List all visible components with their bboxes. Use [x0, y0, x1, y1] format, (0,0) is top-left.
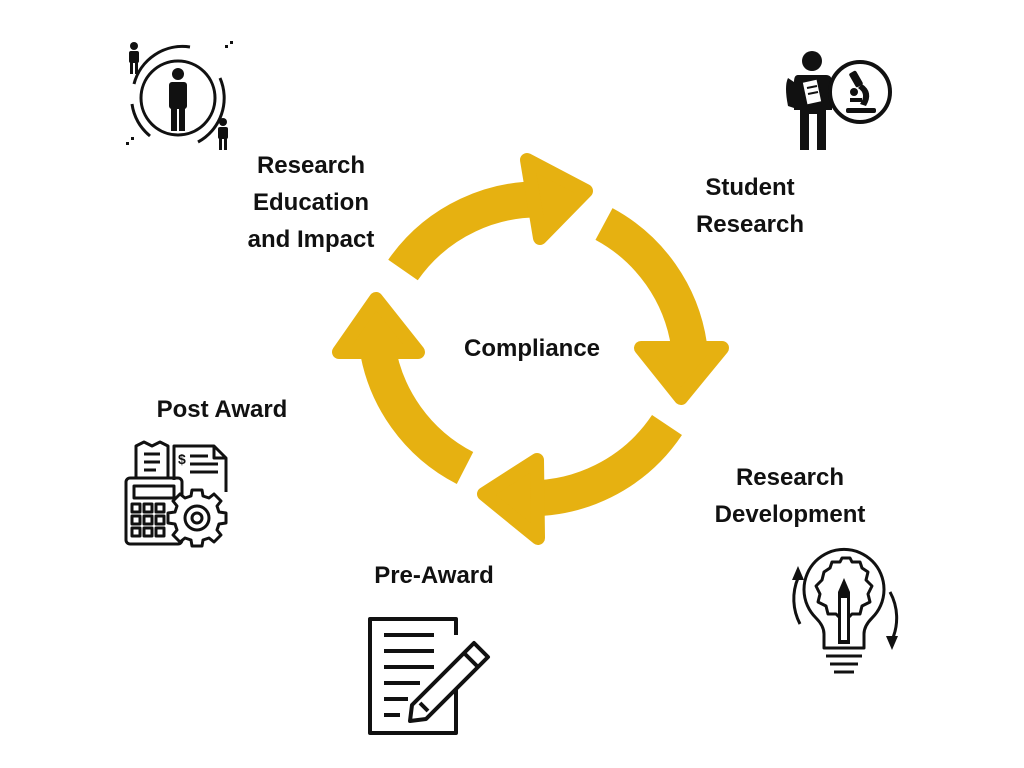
stage-label-line: Research — [735, 464, 845, 491]
cycle-arrow-right — [595, 208, 707, 349]
stage-label-post-award: Post Award — [130, 391, 314, 428]
center-label-compliance: Compliance — [430, 330, 634, 367]
stage-label-line: Research — [695, 211, 805, 238]
stage-label-line: Research — [256, 152, 366, 179]
lightbulb-pencil-icon — [792, 547, 899, 674]
stage-label-line: Post Award — [156, 396, 288, 423]
stage-label-line: Student — [705, 174, 795, 201]
stage-label-line: Education — [252, 189, 369, 216]
stage-label-pre-award: Pre-Award — [350, 557, 518, 594]
dollar-sign-glyph: $ — [178, 451, 186, 467]
cycle-arrowhead-bottom — [477, 453, 545, 545]
cycle-arrowhead-top — [520, 153, 593, 245]
stage-label-student-research: Student Research — [670, 169, 830, 243]
calculator-gear-icon: $ — [124, 440, 228, 548]
stage-label-research-development: Research Development — [690, 459, 890, 533]
cycle-arrowhead-left — [332, 292, 425, 359]
stage-label-line: Pre-Award — [374, 562, 494, 589]
stage-label-line: and Impact — [247, 226, 375, 253]
student-microscope-icon — [786, 51, 892, 150]
stage-label-line: Development — [714, 501, 866, 528]
people-circle-icon — [126, 41, 233, 150]
cycle-arrowhead-right — [634, 341, 729, 405]
center-label-text: Compliance — [463, 335, 601, 362]
stage-label-research-education: Research Education and Impact — [226, 147, 396, 258]
cycle-arrow-left — [359, 341, 474, 485]
document-pencil-icon — [368, 617, 490, 735]
